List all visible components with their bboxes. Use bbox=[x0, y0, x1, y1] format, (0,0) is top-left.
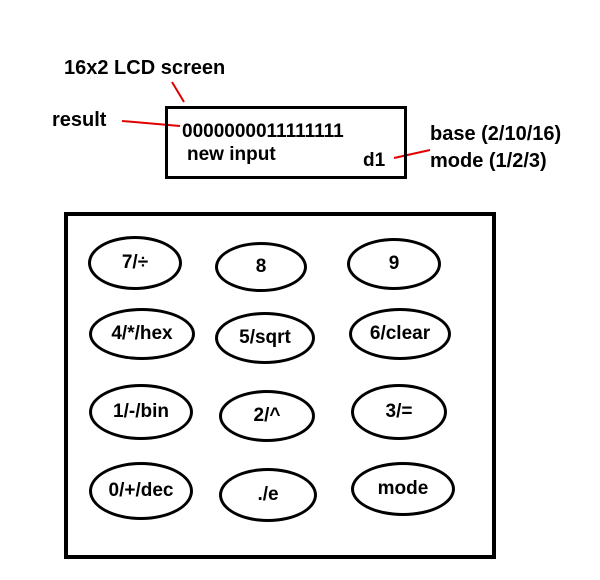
key-3-equals[interactable]: 3/= bbox=[351, 384, 447, 440]
key-4-multiply-hex[interactable]: 4/*/hex bbox=[89, 308, 195, 360]
base-mode-pointer bbox=[393, 149, 431, 159]
lcd-screen: 0000000011111111 new input d1 bbox=[165, 106, 407, 179]
lcd-result-line: 0000000011111111 bbox=[182, 121, 344, 142]
key-2-power[interactable]: 2/^ bbox=[219, 390, 315, 442]
key-9[interactable]: 9 bbox=[347, 238, 441, 290]
base-label: base (2/10/16) bbox=[430, 123, 562, 145]
mode-label: mode (1/2/3) bbox=[430, 150, 547, 172]
lcd-title-pointer bbox=[171, 81, 185, 103]
key-mode[interactable]: mode bbox=[351, 462, 455, 516]
key-1-minus-bin[interactable]: 1/-/bin bbox=[89, 384, 193, 440]
result-label: result bbox=[52, 109, 107, 131]
lcd-new-input: new input bbox=[187, 144, 276, 165]
keypad: 7/÷ 8 9 4/*/hex 5/sqrt 6/clear 1/-/bin 2… bbox=[64, 212, 496, 559]
key-7-divide[interactable]: 7/÷ bbox=[88, 236, 182, 290]
key-decimal-e[interactable]: ./e bbox=[219, 468, 317, 522]
key-8[interactable]: 8 bbox=[215, 242, 307, 292]
lcd-screen-label: 16x2 LCD screen bbox=[64, 57, 226, 79]
key-6-clear[interactable]: 6/clear bbox=[349, 308, 451, 360]
key-0-plus-dec[interactable]: 0/+/dec bbox=[89, 462, 193, 520]
lcd-base-mode-indicator: d1 bbox=[363, 150, 386, 171]
key-5-sqrt[interactable]: 5/sqrt bbox=[215, 312, 315, 364]
result-pointer bbox=[121, 120, 181, 127]
